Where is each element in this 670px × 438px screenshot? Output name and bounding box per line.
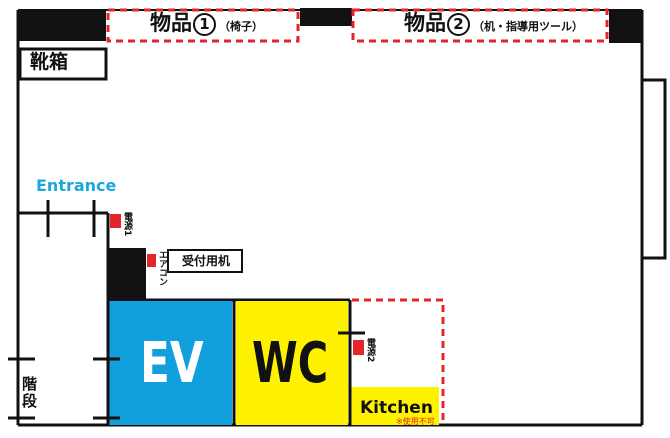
ev-label: EV [140,331,204,396]
area-2-number-badge: 2 [447,13,470,36]
shoe-box-label: 靴箱 [30,51,69,73]
area-1-boundary [106,8,300,43]
area-1-number-badge: 1 [193,13,216,36]
outlet-1-marker [110,214,121,228]
kitchen-boundary [352,298,445,425]
wall-block-top-center [300,8,352,26]
ev-room [108,301,232,425]
shoe-box-frame [18,47,108,81]
area-1-note: （椅子） [219,20,263,33]
wc-room [236,301,348,425]
area-2-boundary [351,8,609,43]
aircon-marker [147,254,156,267]
right-window [642,78,667,260]
aircon-unit-block [109,248,146,300]
outlet-1-label: 電源1 [122,212,132,237]
reception-desk-frame [167,249,243,273]
kitchen-area [351,387,439,425]
outlet-2-marker [353,340,364,355]
aircon-label: エアコン [157,250,167,286]
kitchen-label: Kitchen [360,398,433,418]
wall-block-top-right [609,10,642,43]
reception-desk-label: 受付用机 [182,254,231,268]
outlet-2-label: 電源2 [365,338,375,363]
stairs-label: 階段 [22,375,38,410]
wc-label: WC [252,331,329,396]
entrance-label: Entrance [36,176,117,195]
wall-block-top-left [18,10,106,41]
area-2-note: （机・指導用ツール） [473,20,583,33]
kitchen-note: ※使用不可 [396,417,435,426]
